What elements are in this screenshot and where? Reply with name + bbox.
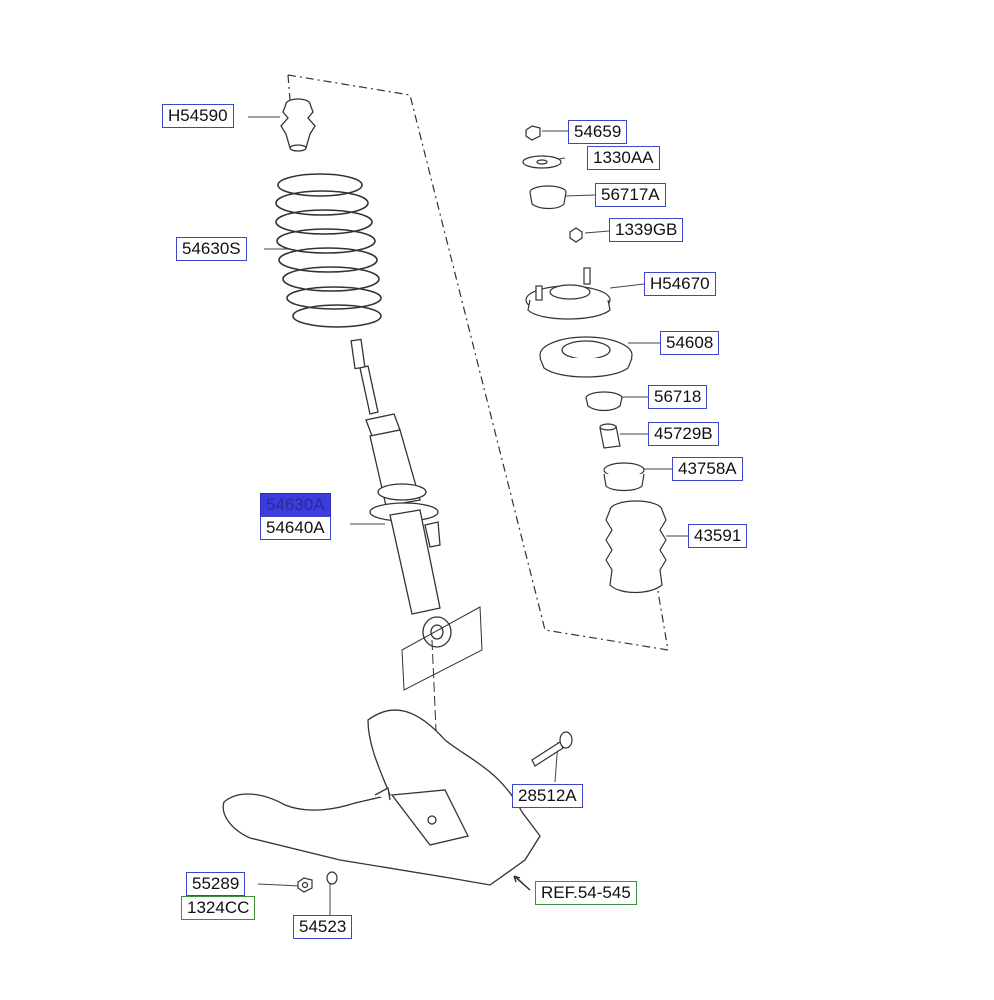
label-nut-lower-alt[interactable]: 1324CC bbox=[181, 896, 256, 920]
label-washer-lower[interactable]: 54523 bbox=[293, 915, 353, 939]
leader-lines bbox=[248, 116, 688, 915]
label-bump-stopper[interactable]: H54590 bbox=[162, 104, 234, 128]
assembly-dashed-outline-2 bbox=[287, 74, 291, 101]
lower-fasteners bbox=[297, 871, 338, 893]
upper-mount-parts bbox=[522, 125, 667, 594]
bump-stopper-part bbox=[280, 98, 316, 152]
label-insulator-assy[interactable]: H54670 bbox=[644, 272, 716, 296]
label-spacer[interactable]: 45729B bbox=[648, 422, 719, 446]
label-spring-seat[interactable]: 54608 bbox=[660, 331, 720, 355]
label-dust-cover[interactable]: 43591 bbox=[688, 524, 748, 548]
label-nut-small[interactable]: 1339GB bbox=[609, 218, 684, 242]
assembly-dashed-outline bbox=[287, 74, 669, 651]
label-strut-assy[interactable]: 54630A bbox=[260, 493, 331, 517]
label-strut-assy-alt[interactable]: 54640A bbox=[260, 516, 331, 540]
label-bearing[interactable]: 56718 bbox=[648, 385, 708, 409]
strut-part bbox=[350, 338, 452, 648]
label-dust-cover-cap[interactable]: 56717A bbox=[595, 183, 666, 207]
label-nut[interactable]: 54659 bbox=[568, 120, 628, 144]
bolt-part bbox=[531, 731, 573, 767]
coil-spring-part bbox=[275, 173, 382, 328]
label-bump-rubber[interactable]: 43758A bbox=[672, 457, 743, 481]
label-nut-lower[interactable]: 55289 bbox=[186, 872, 246, 896]
ref-arrow bbox=[513, 875, 531, 891]
label-washer[interactable]: 1330AA bbox=[587, 146, 660, 170]
label-ref-lower-arm[interactable]: REF.54-545 bbox=[535, 881, 637, 905]
lower-arm-part bbox=[222, 709, 541, 886]
label-coil-spring[interactable]: 54630S bbox=[176, 237, 247, 261]
label-bolt[interactable]: 28512A bbox=[512, 784, 583, 808]
